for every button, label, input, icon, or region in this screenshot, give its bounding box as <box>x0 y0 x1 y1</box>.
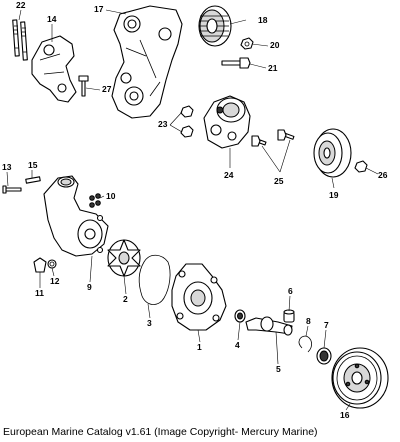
callout-26: 26 <box>378 170 388 180</box>
callout-6: 6 <box>288 286 293 296</box>
callout-9: 9 <box>87 282 92 292</box>
part-bolts-25 <box>251 129 295 147</box>
part-snap-ring <box>298 335 312 353</box>
part-tensioner <box>203 95 251 149</box>
part-bolt-27 <box>78 75 89 97</box>
callout-3: 3 <box>147 318 152 328</box>
part-pulley-19 <box>313 128 352 178</box>
callout-24: 24 <box>224 170 234 180</box>
callout-21: 21 <box>268 63 278 73</box>
callout-7: 7 <box>324 320 329 330</box>
part-bolt-20 <box>240 37 254 50</box>
image-caption: European Marine Catalog v1.61 (Image Cop… <box>3 426 318 438</box>
part-plug-11 <box>33 257 47 273</box>
callout-19: 19 <box>329 190 339 200</box>
part-main-bracket <box>111 5 183 119</box>
part-pump-housing-upper <box>43 175 109 257</box>
part-pulley-18 <box>198 5 232 47</box>
part-pin-15 <box>25 176 41 184</box>
callout-27: 27 <box>102 84 112 94</box>
part-impeller <box>107 239 141 277</box>
part-bolt-21 <box>221 57 251 69</box>
callout-23: 23 <box>158 119 168 129</box>
part-screws-10 <box>89 193 101 208</box>
callout-18: 18 <box>258 15 268 25</box>
callout-15: 15 <box>28 160 38 170</box>
part-bolts-23 <box>180 105 194 138</box>
callout-5: 5 <box>276 364 281 374</box>
callout-16: 16 <box>340 410 350 420</box>
callout-17: 17 <box>94 4 104 14</box>
callout-12: 12 <box>50 276 60 286</box>
part-bearing <box>316 347 332 365</box>
leader-lines <box>6 9 379 411</box>
part-gasket <box>138 254 171 305</box>
callout-22: 22 <box>16 0 26 10</box>
part-bracket <box>31 35 77 103</box>
part-bushing <box>283 309 295 323</box>
part-bolt-26 <box>354 160 368 173</box>
callout-8: 8 <box>306 316 311 326</box>
callout-labels: 22 14 17 18 20 21 27 23 24 25 19 26 13 1… <box>2 0 388 420</box>
part-pump-body <box>171 263 227 331</box>
callout-2: 2 <box>123 294 128 304</box>
part-fitting-12 <box>47 259 57 269</box>
part-bolt-13 <box>2 185 22 194</box>
callout-11: 11 <box>35 288 44 298</box>
callout-1: 1 <box>197 342 202 352</box>
callout-10: 10 <box>106 191 116 201</box>
callout-14: 14 <box>47 14 57 24</box>
callout-4: 4 <box>235 340 240 350</box>
part-shaft <box>245 316 293 336</box>
part-studs <box>12 19 28 61</box>
part-pulley-16 <box>331 347 389 409</box>
callout-25: 25 <box>274 176 284 186</box>
part-seal <box>234 309 246 323</box>
callout-13: 13 <box>2 162 12 172</box>
callout-20: 20 <box>270 40 280 50</box>
